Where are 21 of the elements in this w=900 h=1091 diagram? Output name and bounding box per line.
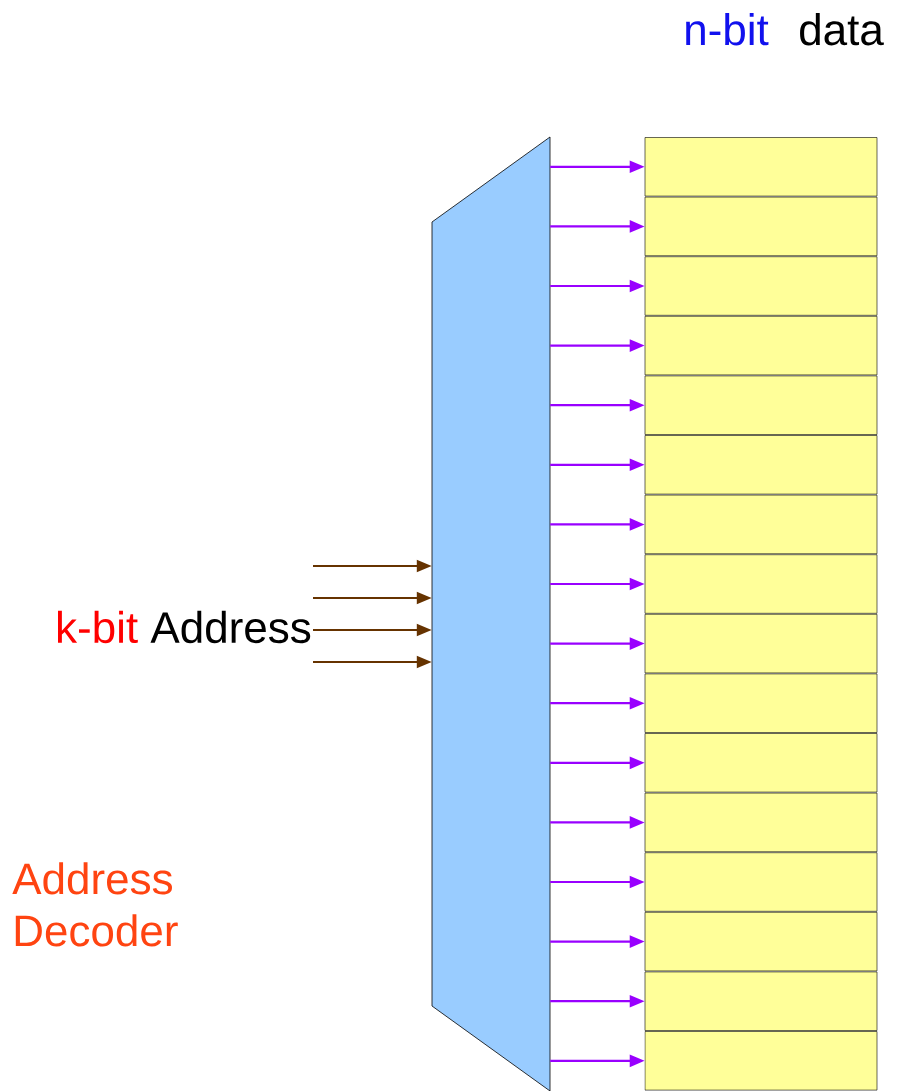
decoder-trapezoid bbox=[431, 136, 551, 1091]
memory-cell bbox=[644, 1031, 878, 1091]
memory-cell bbox=[644, 673, 878, 733]
memory-cell bbox=[644, 852, 878, 912]
memory-cell bbox=[644, 792, 878, 852]
memory-cell bbox=[644, 554, 878, 614]
memory-cell bbox=[644, 494, 878, 554]
bit-width-label: data bbox=[800, 13, 884, 46]
memory-cell bbox=[644, 375, 878, 435]
memory-cell bbox=[644, 316, 878, 376]
memory-cell bbox=[644, 912, 878, 972]
decoder-label: Address Decoder bbox=[12, 862, 178, 947]
memory-cell bbox=[644, 256, 878, 316]
memory-cell bbox=[644, 614, 878, 674]
memory-cell bbox=[644, 196, 878, 256]
memory-cell bbox=[644, 435, 878, 495]
memory-cell bbox=[644, 137, 878, 197]
address-label: k-bit Address bbox=[58, 610, 311, 644]
memory-cell bbox=[644, 971, 878, 1031]
memory-cell bbox=[644, 733, 878, 793]
bit-width-label: n-bit bbox=[686, 13, 769, 46]
